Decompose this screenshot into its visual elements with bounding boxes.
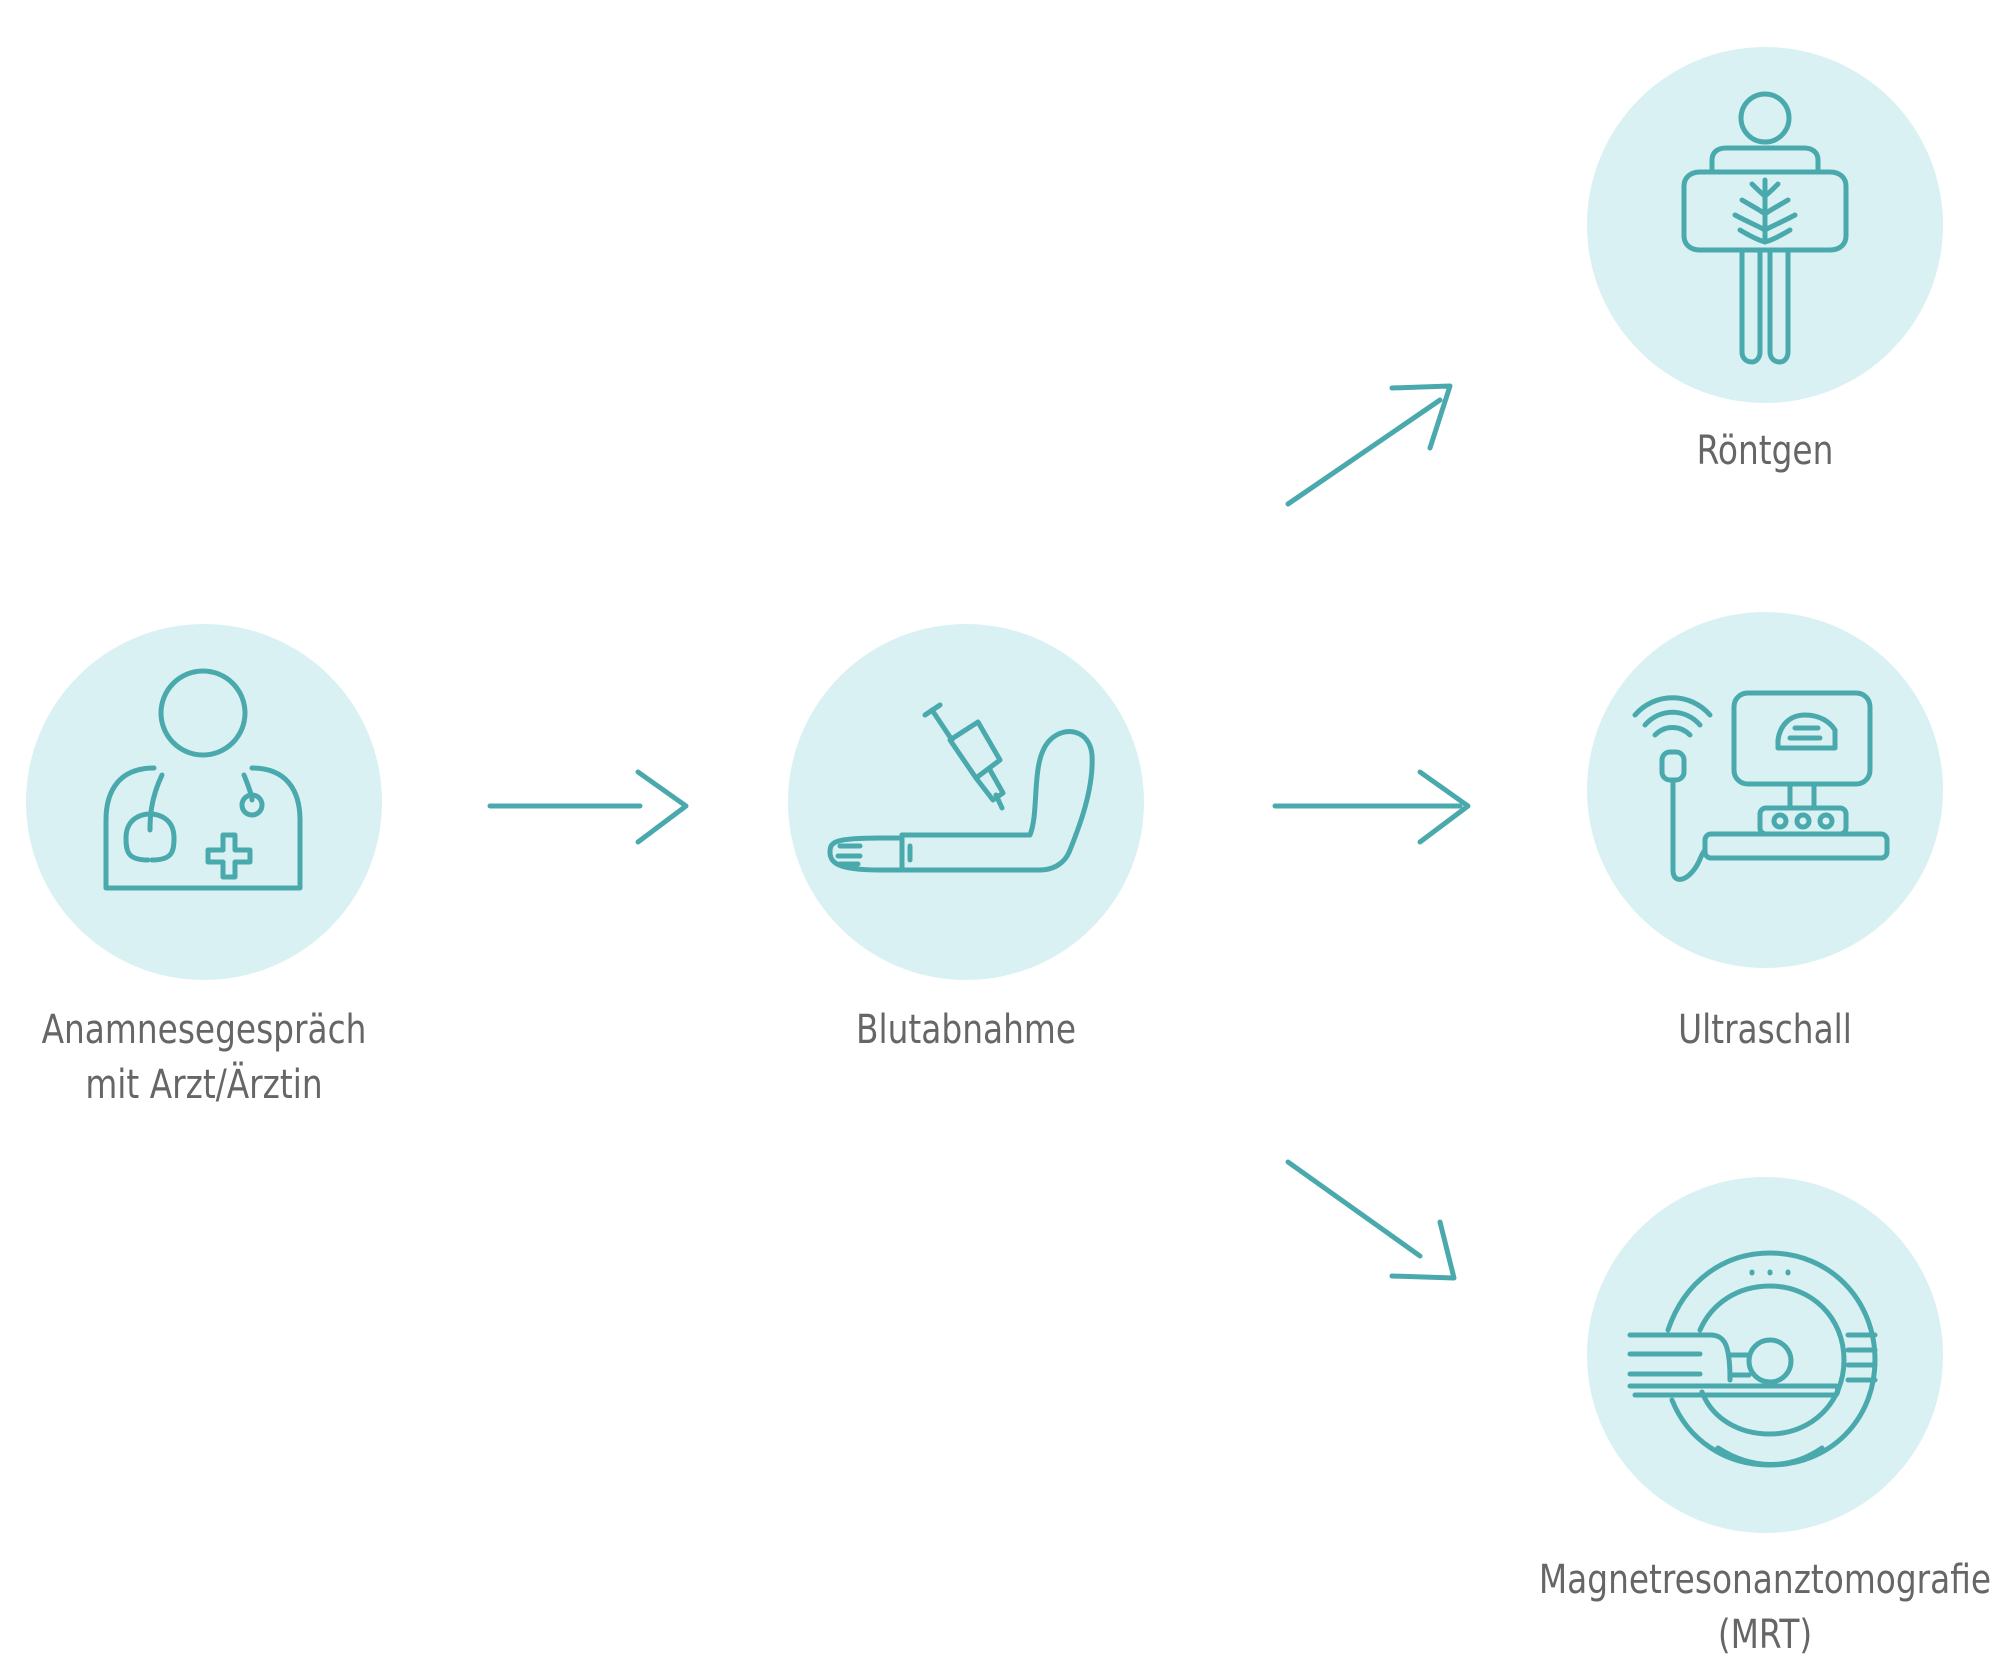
label-blutabnahme-text: Blutabnahme bbox=[856, 1007, 1076, 1053]
label-blutabnahme: Blutabnahme bbox=[761, 1003, 1171, 1058]
label-anamnese-line1: Anamnesegespräch bbox=[41, 1007, 367, 1053]
xray-icon bbox=[1681, 91, 1849, 365]
label-anamnese-line2: mit Arzt/Ärztin bbox=[85, 1062, 323, 1108]
arrow-roentgen bbox=[1285, 383, 1453, 507]
circle-anamnese bbox=[26, 624, 382, 980]
label-roentgen-text: Röntgen bbox=[1696, 428, 1834, 474]
arrow-mrt bbox=[1285, 1159, 1457, 1281]
blood-draw-icon bbox=[827, 702, 1095, 873]
arrow-1 bbox=[487, 769, 689, 845]
circle-mrt bbox=[1587, 1177, 1943, 1533]
label-mrt-line1: Magnetresonanztomografie bbox=[1538, 1557, 1992, 1603]
label-mrt-line2: (MRT) bbox=[1717, 1612, 1813, 1658]
arrow-2 bbox=[1272, 769, 1471, 845]
doctor-icon bbox=[103, 668, 303, 891]
mri-scanner-icon bbox=[1627, 1250, 1878, 1468]
circle-blutabnahme bbox=[788, 624, 1144, 980]
ultrasound-icon bbox=[1632, 690, 1890, 882]
label-mrt: Magnetresonanztomografie (MRT) bbox=[1519, 1553, 2000, 1663]
circle-ultraschall bbox=[1587, 612, 1943, 968]
label-roentgen: Röntgen bbox=[1560, 424, 1970, 479]
label-ultraschall-text: Ultraschall bbox=[1678, 1007, 1852, 1053]
label-anamnese: Anamnesegespräch mit Arzt/Ärztin bbox=[0, 1003, 409, 1113]
label-ultraschall: Ultraschall bbox=[1560, 1003, 1970, 1058]
